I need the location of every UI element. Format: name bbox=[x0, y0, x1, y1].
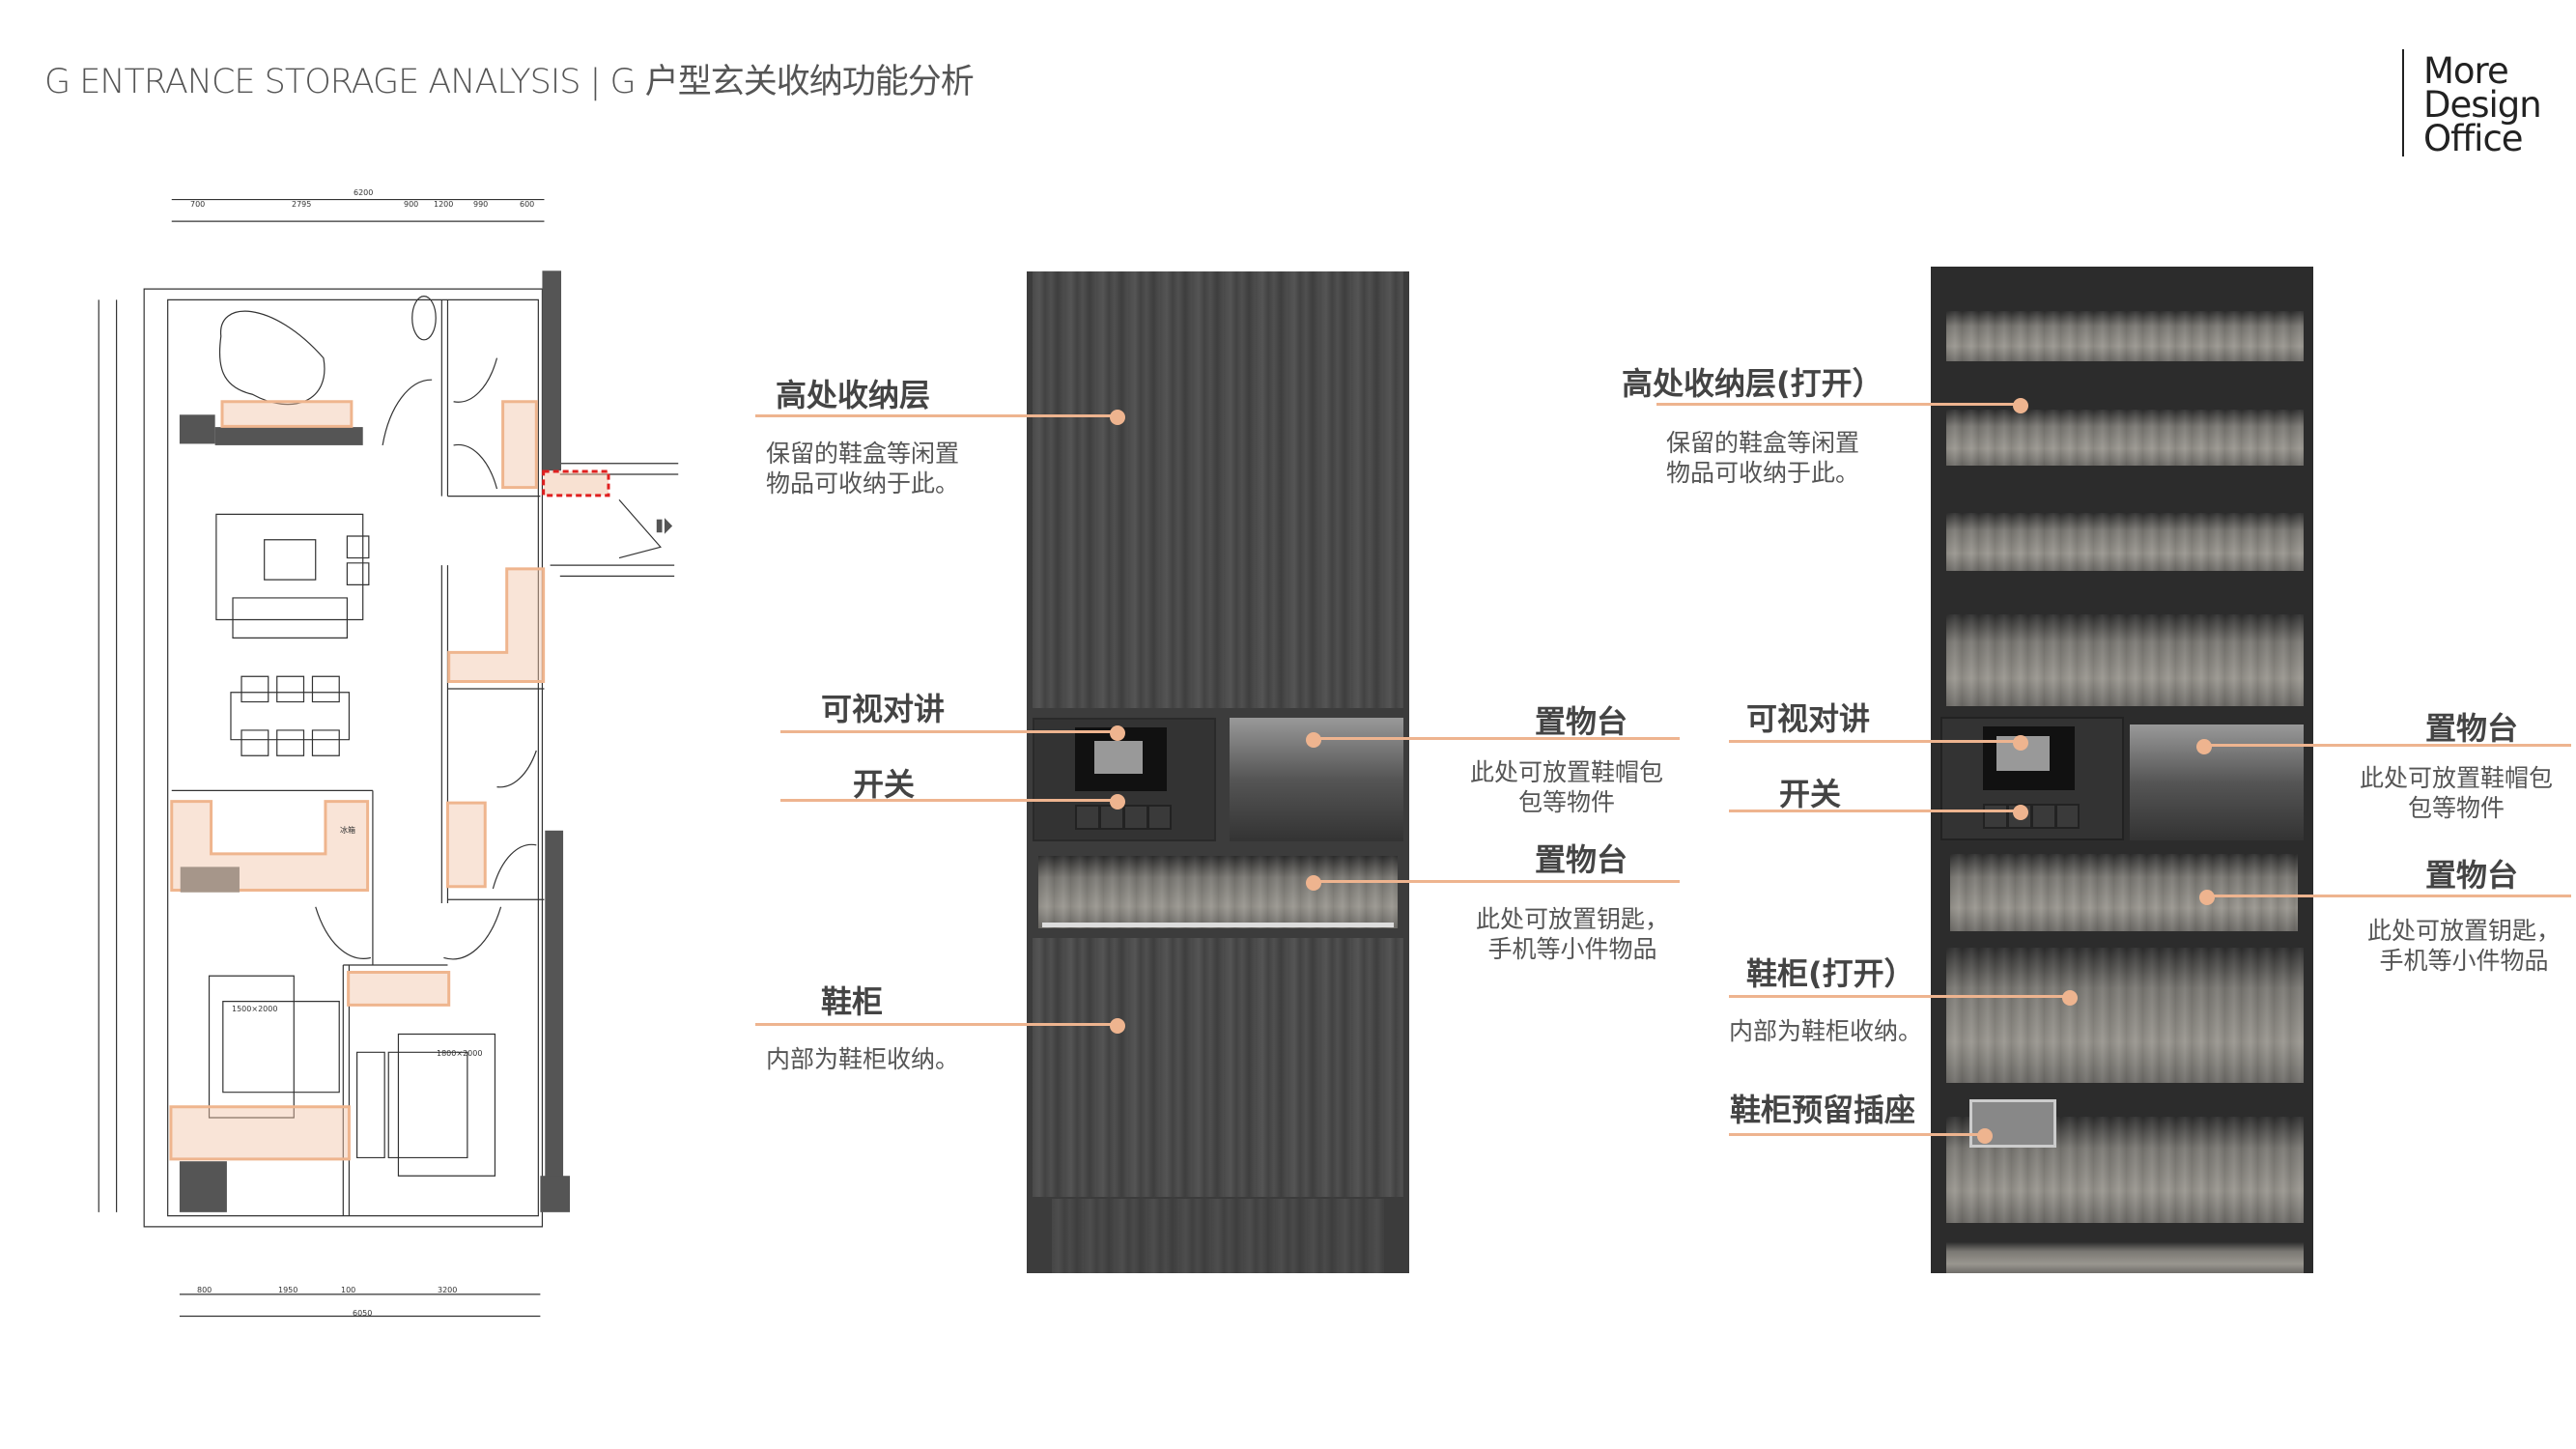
room-label: 冰箱 bbox=[340, 826, 355, 835]
upper-door bbox=[1033, 271, 1403, 708]
label-title: 置物台 bbox=[2425, 857, 2519, 894]
lower-niche bbox=[1038, 856, 1398, 928]
label-desc: 内部为鞋柜收纳。 bbox=[1729, 1017, 1923, 1045]
callout-dot bbox=[2013, 398, 2028, 413]
intercom-panel bbox=[1940, 717, 2124, 840]
logo-line-1: More bbox=[2423, 50, 2509, 92]
label-title: 置物台 bbox=[1535, 703, 1628, 740]
callout-dot bbox=[1306, 732, 1321, 748]
label-title: 可视对讲 bbox=[1746, 700, 1871, 737]
logo: More Design Office bbox=[2423, 50, 2542, 159]
cabinet-closed-elevation bbox=[1027, 271, 1409, 1273]
label-title: 高处收纳层(打开） bbox=[1622, 365, 1883, 402]
callout-dot bbox=[2013, 735, 2028, 751]
label-desc: 保留的鞋盒等闲置物品可收纳于此。 bbox=[1666, 429, 1860, 487]
dim-top: 700 bbox=[190, 200, 206, 209]
dim-top: 600 bbox=[520, 200, 535, 209]
dim-top: 900 bbox=[404, 200, 419, 209]
page-title: G ENTRANCE STORAGE ANALYSIS | G 户型玄关收纳功能… bbox=[44, 63, 975, 101]
dim-top: 1200 bbox=[434, 200, 454, 209]
intercom-screen bbox=[1983, 726, 2075, 790]
label-desc: 此处可放置钥匙，手机等小件物品 bbox=[1476, 905, 1670, 963]
logo-line-3: Office bbox=[2423, 118, 2524, 159]
callout-dot bbox=[1110, 1018, 1125, 1034]
dim-top-total: 6200 bbox=[354, 188, 374, 197]
label-title: 开关 bbox=[853, 766, 916, 803]
dim-bottom-total: 6050 bbox=[353, 1309, 373, 1318]
label-title: 鞋柜预留插座 bbox=[1730, 1092, 1916, 1128]
label-title: 鞋柜(打开） bbox=[1746, 955, 1915, 992]
room-label: 1800×2000 bbox=[437, 1049, 483, 1058]
logo-line-2: Design bbox=[2423, 84, 2542, 126]
cabinet-base bbox=[1052, 1199, 1384, 1273]
callout-dot bbox=[1110, 794, 1125, 810]
label-title: 可视对讲 bbox=[821, 691, 946, 727]
label-title: 高处收纳层 bbox=[776, 377, 931, 413]
callout-dot bbox=[1110, 725, 1125, 741]
callout-dot bbox=[1110, 410, 1125, 425]
intercom-panel bbox=[1033, 718, 1216, 841]
dim-bottom: 100 bbox=[341, 1286, 356, 1294]
cabinet-open-elevation bbox=[1931, 267, 2313, 1273]
callout-dot bbox=[2062, 990, 2078, 1006]
label-title: 开关 bbox=[1779, 776, 1842, 812]
dim-bottom: 1950 bbox=[278, 1286, 298, 1294]
dim-bottom: 3200 bbox=[438, 1286, 458, 1294]
floor-plan bbox=[87, 184, 705, 1323]
label-desc: 内部为鞋柜收纳。 bbox=[766, 1045, 960, 1073]
label-title: 置物台 bbox=[2425, 710, 2519, 747]
dim-bottom: 800 bbox=[197, 1286, 212, 1294]
callout-dot bbox=[1306, 875, 1321, 891]
room-label: 1500×2000 bbox=[232, 1005, 278, 1013]
label-desc: 此处可放置钥匙，手机等小件物品 bbox=[2367, 917, 2562, 975]
logo-divider bbox=[2402, 49, 2404, 156]
label-desc: 此处可放置鞋帽包包等物件 bbox=[2360, 764, 2554, 822]
dim-top: 2795 bbox=[292, 200, 312, 209]
switch-panel bbox=[1075, 805, 1172, 830]
dim-top: 990 bbox=[473, 200, 489, 209]
label-title: 置物台 bbox=[1535, 841, 1628, 878]
label-title: 鞋柜 bbox=[821, 983, 884, 1020]
callout-dot bbox=[2013, 805, 2028, 820]
label-desc: 此处可放置鞋帽包包等物件 bbox=[1470, 758, 1664, 816]
callout-dot bbox=[2199, 890, 2215, 905]
label-desc: 保留的鞋盒等闲置物品可收纳于此。 bbox=[766, 440, 960, 497]
switch-panel bbox=[1983, 804, 2080, 829]
callout-dot bbox=[2196, 739, 2212, 754]
callout-dot bbox=[1977, 1128, 1993, 1144]
shoe-cabinet-door bbox=[1033, 938, 1403, 1197]
